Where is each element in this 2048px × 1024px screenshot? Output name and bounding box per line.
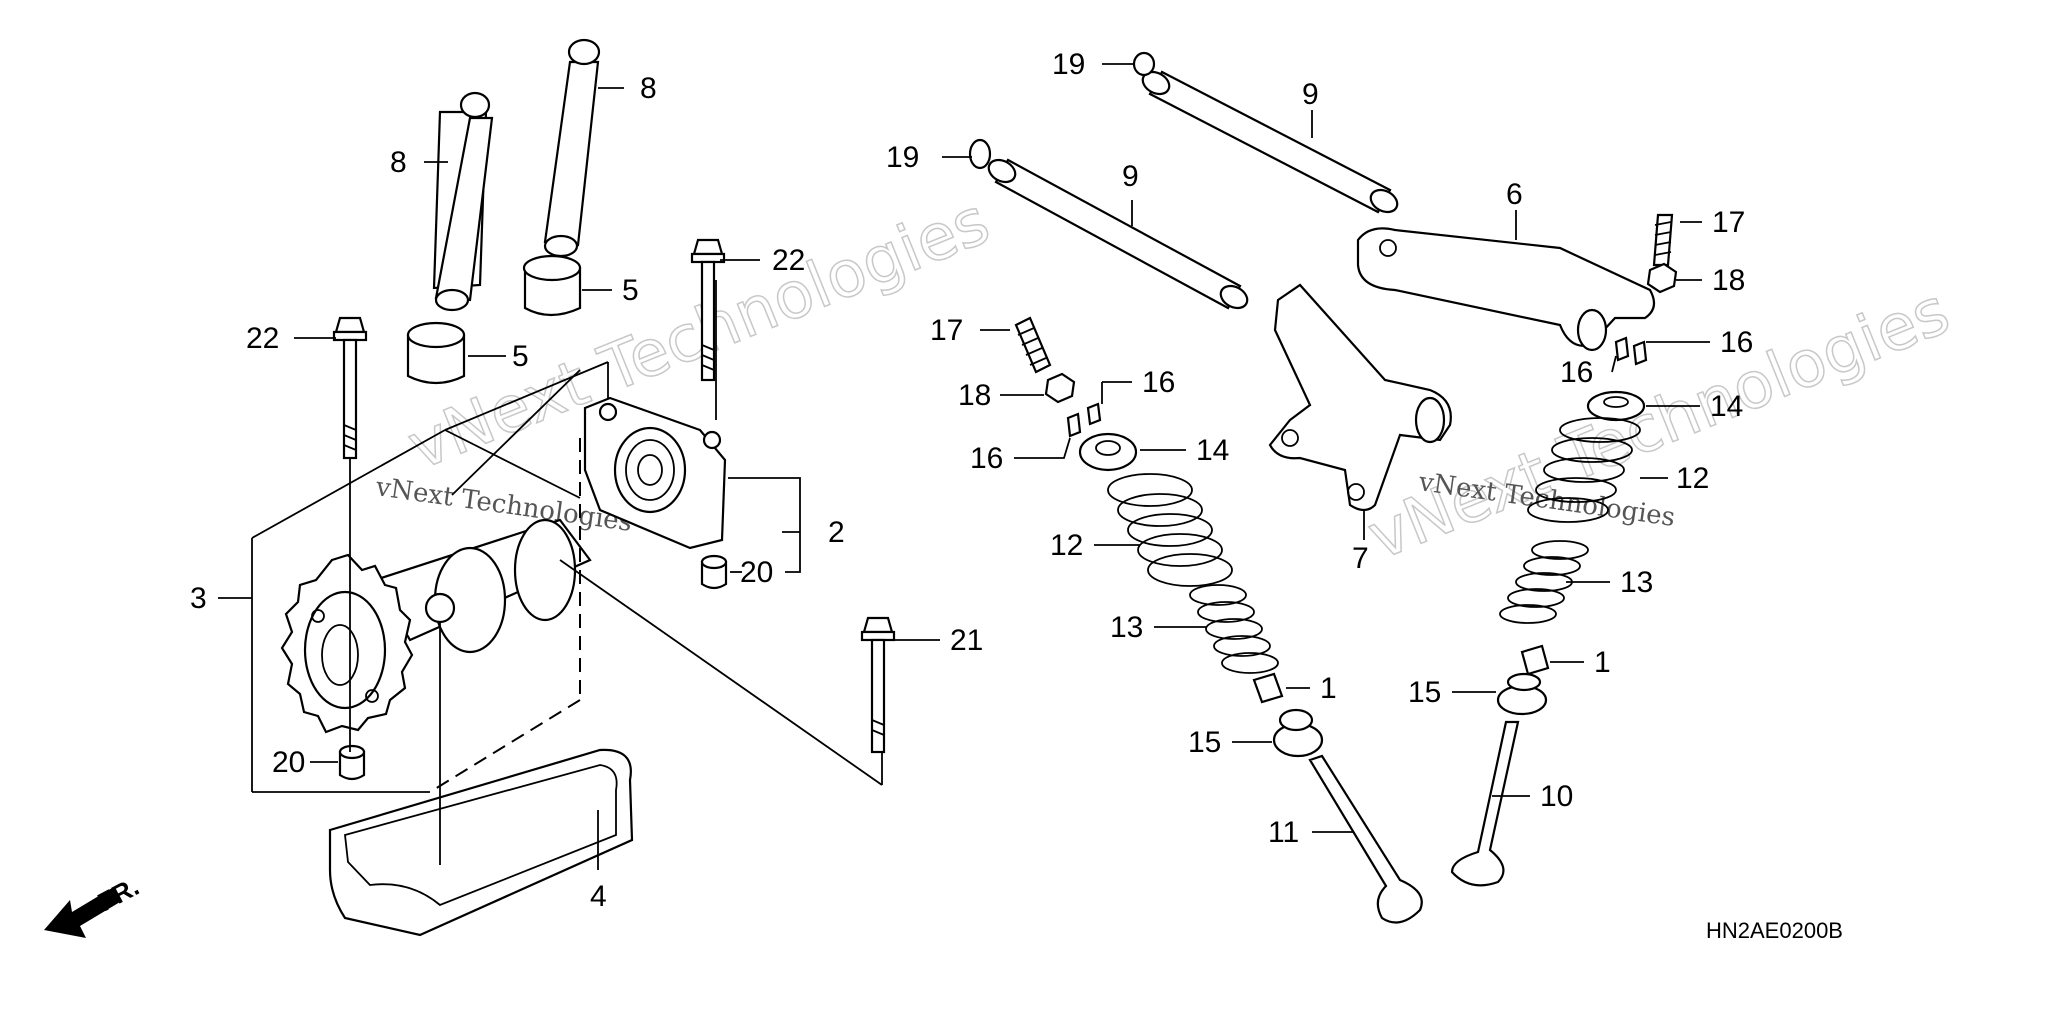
callout-22-lower: 22 bbox=[246, 322, 279, 355]
callout-5-lower: 5 bbox=[512, 340, 529, 373]
o-ring-lower bbox=[968, 138, 992, 170]
retainer-right bbox=[1586, 390, 1646, 422]
bolt-upper-22 bbox=[690, 238, 726, 382]
spring-inner-left bbox=[1189, 584, 1279, 674]
callout-13-right: 13 bbox=[1620, 566, 1653, 599]
callout-10: 10 bbox=[1540, 780, 1573, 813]
spring-seat-right bbox=[1496, 672, 1548, 716]
spring-seat-left bbox=[1272, 708, 1324, 758]
rocker-shaft-upper bbox=[1141, 70, 1399, 214]
cotter-3 bbox=[1614, 336, 1630, 362]
callout-21: 21 bbox=[950, 624, 983, 657]
rocker-arm-6 bbox=[1356, 227, 1656, 352]
dowel-upper bbox=[700, 554, 728, 590]
callout-2: 2 bbox=[828, 516, 845, 549]
callout-1-left: 1 bbox=[1320, 672, 1337, 705]
spring-outer-right bbox=[1527, 417, 1641, 523]
intake-valve bbox=[1450, 720, 1520, 887]
callout-17-left: 17 bbox=[930, 314, 963, 347]
dowel-lower bbox=[338, 744, 366, 781]
callout-16-upper-left: 16 bbox=[1142, 366, 1175, 399]
front-direction-arrow-icon bbox=[44, 888, 120, 938]
callout-8-left: 8 bbox=[390, 146, 407, 179]
callout-9-upper: 9 bbox=[1302, 78, 1319, 111]
cover-gasket bbox=[328, 748, 634, 937]
retainer-left bbox=[1078, 432, 1138, 472]
rocker-shaft-lower bbox=[987, 158, 1249, 310]
spring-inner-right bbox=[1499, 540, 1589, 624]
callout-labels: 8 8 5 5 22 22 2 20 3 20 21 4 19 19 9 9 6… bbox=[190, 48, 1753, 913]
bolt-21 bbox=[860, 616, 896, 754]
callout-20-upper: 20 bbox=[740, 556, 773, 589]
callout-7: 7 bbox=[1352, 542, 1369, 575]
bearing-holder bbox=[583, 396, 727, 550]
stem-seal-left bbox=[1252, 672, 1284, 704]
bolt-lower-22 bbox=[332, 316, 368, 460]
push-rod-right bbox=[543, 38, 601, 258]
callout-1-right: 1 bbox=[1594, 646, 1611, 679]
adjusting-screw-left bbox=[1014, 316, 1052, 374]
stem-seal-right bbox=[1520, 644, 1550, 676]
o-ring-upper bbox=[1132, 51, 1156, 77]
callout-18-right: 18 bbox=[1712, 264, 1745, 297]
push-rod-left bbox=[432, 91, 494, 312]
callout-16-right: 16 bbox=[1720, 326, 1753, 359]
callout-12-left: 12 bbox=[1050, 529, 1083, 562]
callout-19-upper: 19 bbox=[1052, 48, 1085, 81]
callout-3: 3 bbox=[190, 582, 207, 615]
callout-14-right: 14 bbox=[1710, 390, 1743, 423]
callout-17-right: 17 bbox=[1712, 206, 1745, 239]
cotter-1 bbox=[1086, 402, 1102, 426]
callout-19-lower: 19 bbox=[886, 141, 919, 174]
callout-22-upper: 22 bbox=[772, 244, 805, 277]
assembly-outlines bbox=[251, 280, 883, 865]
lock-nut-right bbox=[1646, 262, 1678, 294]
lock-nut-left bbox=[1044, 372, 1076, 404]
callout-15-left: 15 bbox=[1188, 726, 1221, 759]
callout-9-lower: 9 bbox=[1122, 160, 1139, 193]
callout-18-left: 18 bbox=[958, 379, 991, 412]
callout-20-lower: 20 bbox=[272, 746, 305, 779]
tappet-lower bbox=[406, 321, 466, 385]
callout-13-left: 13 bbox=[1110, 611, 1143, 644]
callout-11: 11 bbox=[1268, 816, 1299, 849]
callout-15-right: 15 bbox=[1408, 676, 1441, 709]
spring-outer-left bbox=[1107, 473, 1233, 587]
cotter-4 bbox=[1632, 340, 1648, 366]
tappet-upper bbox=[522, 254, 582, 317]
callout-4: 4 bbox=[590, 880, 607, 913]
callout-6: 6 bbox=[1506, 178, 1523, 211]
callout-5-upper: 5 bbox=[622, 274, 639, 307]
callout-12-right: 12 bbox=[1676, 462, 1709, 495]
cotter-2 bbox=[1066, 412, 1082, 438]
diagram-code: HN2AE0200B bbox=[1706, 918, 1843, 943]
callout-8-right: 8 bbox=[640, 72, 657, 105]
exhaust-valve bbox=[1308, 754, 1423, 924]
callout-16-lower-left: 16 bbox=[970, 442, 1003, 475]
camshaft bbox=[280, 518, 592, 734]
leader-lines bbox=[218, 63, 1710, 870]
callout-14-left: 14 bbox=[1196, 434, 1229, 467]
callout-16-left-right: 16 bbox=[1560, 356, 1593, 389]
adjusting-screw-right bbox=[1652, 213, 1674, 267]
